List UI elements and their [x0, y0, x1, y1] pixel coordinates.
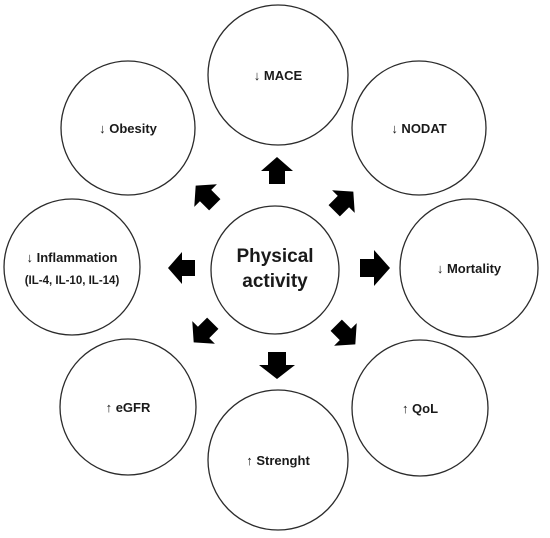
nodat-label: ↓ NODAT: [391, 121, 446, 136]
strength-label: ↑ Strenght: [246, 453, 310, 468]
node-egfr: ↑ eGFR: [59, 338, 197, 476]
inflammation-label: ↓ Inflammation: [26, 250, 117, 265]
obesity-circle: [60, 60, 196, 196]
egfr-label: ↑ eGFR: [106, 400, 151, 415]
node-qol: ↑ QoL: [351, 339, 489, 477]
qol-label: ↑ QoL: [402, 401, 438, 416]
arrow-to-obesity-icon: [194, 184, 221, 211]
center-node: Physical activity: [210, 205, 340, 335]
arrow-to-inflammation-icon: [168, 252, 195, 284]
center-circle: [210, 205, 340, 335]
mace-label: ↓ MACE: [254, 68, 303, 83]
arrow-to-qol-icon: [330, 319, 357, 346]
nodat-circle: [351, 60, 487, 196]
center-label-line1: Physical: [236, 246, 313, 267]
qol-circle: [351, 339, 489, 477]
node-mortality: ↓ Mortality: [399, 198, 539, 338]
arrows: [168, 157, 390, 379]
node-obesity: ↓ Obesity: [60, 60, 196, 196]
node-inflammation: ↓ Inflammation (IL-4, IL-10, IL-14): [3, 198, 141, 336]
inflammation-circle: [3, 198, 141, 336]
arrow-to-egfr-icon: [192, 317, 219, 344]
arrow-to-mace-icon: [261, 157, 293, 184]
node-strength: ↑ Strenght: [207, 389, 349, 531]
node-mace: ↓ MACE: [207, 4, 349, 146]
strength-circle: [207, 389, 349, 531]
arrow-to-strength-icon: [259, 352, 295, 379]
mortality-label: ↓ Mortality: [437, 261, 502, 276]
arrow-to-nodat-icon: [328, 190, 355, 217]
obesity-label: ↓ Obesity: [99, 121, 158, 136]
egfr-circle: [59, 338, 197, 476]
mortality-circle: [399, 198, 539, 338]
inflammation-detail-label: (IL-4, IL-10, IL-14): [25, 275, 120, 287]
arrow-to-mortality-icon: [360, 250, 390, 286]
node-nodat: ↓ NODAT: [351, 60, 487, 196]
mace-circle: [207, 4, 349, 146]
center-label-line2: activity: [242, 271, 308, 292]
